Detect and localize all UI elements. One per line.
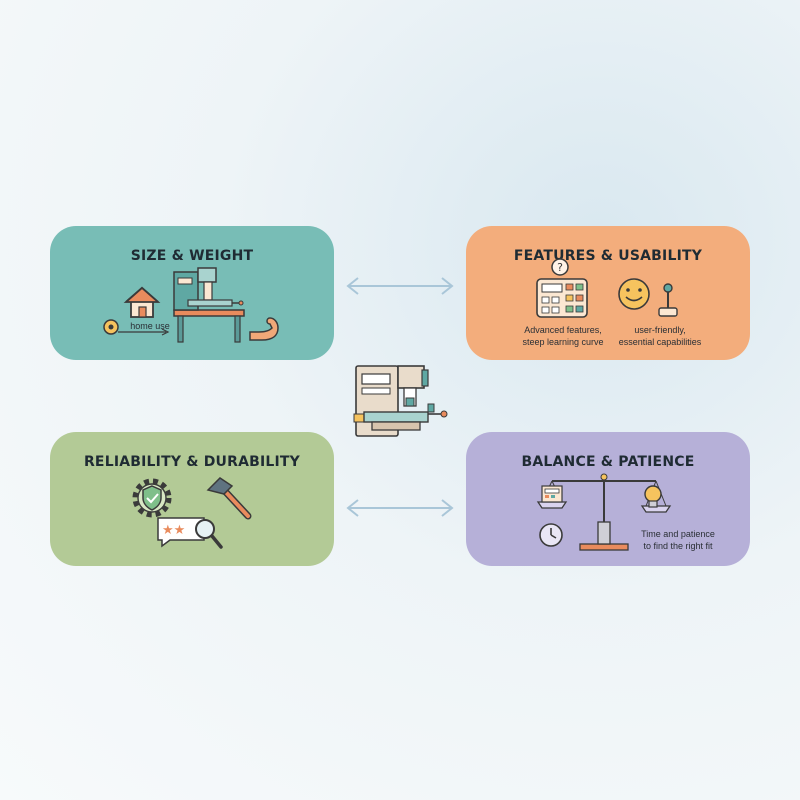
joystick-icon <box>658 283 678 317</box>
hammer-icon <box>206 477 252 520</box>
shield-gear-icon <box>132 478 172 518</box>
double-arrow-bottom <box>346 499 454 517</box>
balance-scale-icon <box>536 473 672 551</box>
features-caption-left-line1: Advanced features, <box>524 325 602 335</box>
star-review-icon: ★★ <box>157 517 205 548</box>
magnifier-icon <box>195 519 223 549</box>
balance-caption-line2: to find the right fit <box>643 541 713 551</box>
svg-text:?: ? <box>557 261 563 274</box>
smiley-icon <box>618 278 650 310</box>
features-caption-right: user-friendly, essential capabilities <box>610 324 710 348</box>
card-reliability-durability: RELIABILITY & DURABILITY ★★ <box>50 432 334 566</box>
flexed-arm-icon <box>249 317 279 341</box>
central-machine-icon <box>353 365 448 437</box>
lightbulb-icon <box>644 485 662 508</box>
features-caption-right-line2: essential capabilities <box>618 337 702 347</box>
control-panel-icon <box>536 278 588 318</box>
clock-icon <box>539 523 563 547</box>
balance-caption: Time and patience to find the right fit <box>630 528 726 552</box>
features-caption-left: Advanced features, steep learning curve <box>518 324 608 348</box>
question-bubble-icon: ? <box>551 258 569 276</box>
balance-caption-line1: Time and patience <box>641 529 715 539</box>
milling-machine-icon <box>173 267 244 311</box>
card-title: SIZE & WEIGHT <box>130 248 254 264</box>
workbench-icon <box>173 309 245 343</box>
card-balance-patience: BALANCE & PATIENCE Time and patience to … <box>466 432 750 566</box>
tape-measure-icon <box>103 319 170 336</box>
card-title: RELIABILITY & DURABILITY <box>83 454 301 470</box>
svg-text:★★: ★★ <box>162 523 185 538</box>
features-caption-right-line1: user-friendly, <box>634 325 686 335</box>
card-features-usability: FEATURES & USABILITY ? Advanced features… <box>466 226 750 360</box>
card-title: FEATURES & USABILITY <box>513 248 703 264</box>
double-arrow-top <box>346 277 454 295</box>
features-caption-left-line2: steep learning curve <box>522 337 604 347</box>
house-icon <box>123 286 161 318</box>
card-size-weight: SIZE & WEIGHT home use <box>50 226 334 360</box>
size-caption: home use <box>130 321 170 331</box>
card-title: BALANCE & PATIENCE <box>521 454 695 470</box>
